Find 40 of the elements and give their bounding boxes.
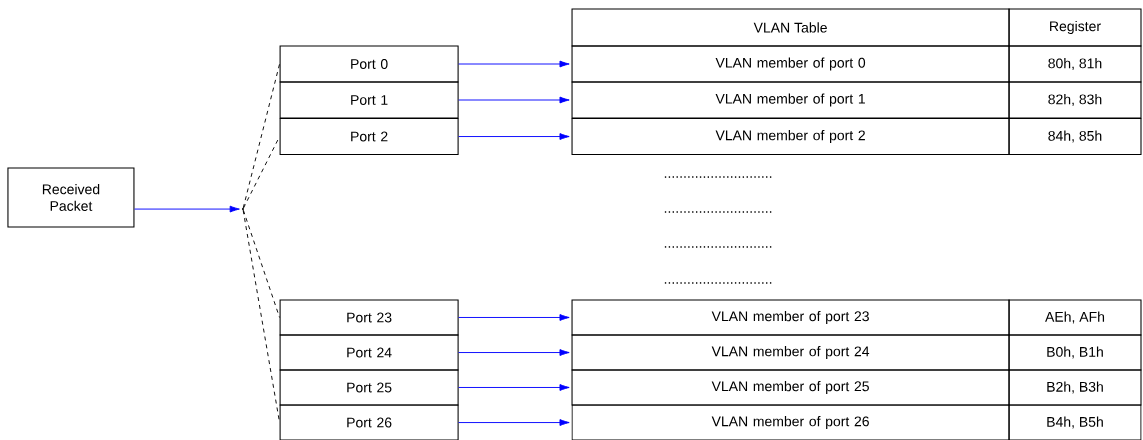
packet-box: Received Packet <box>7 167 135 228</box>
table-cell: 80h, 81h <box>1008 45 1142 83</box>
table-cell: VLAN Table <box>571 8 1010 47</box>
arrow <box>458 349 570 356</box>
table-cell: VLAN member of port 23 <box>571 299 1010 336</box>
port-box: Port 1 <box>279 81 459 119</box>
arrow <box>134 205 240 213</box>
table-cell: VLAN member of port 1 <box>571 81 1010 119</box>
port-box: Port 0 <box>279 45 459 83</box>
port-box: Port 25 <box>279 369 459 406</box>
connector-line <box>243 136 281 209</box>
table-cell: VLAN member of port 0 <box>571 45 1010 83</box>
table-cell: AEh, AFh <box>1008 299 1142 336</box>
table-cell: B2h, B3h <box>1008 369 1142 406</box>
arrow <box>458 384 570 391</box>
table-cell: 84h, 85h <box>1008 118 1142 156</box>
port-box: Port 2 <box>279 118 459 156</box>
connector-line <box>242 209 281 423</box>
table-cell: B0h, B1h <box>1008 334 1142 371</box>
connector-line <box>242 63 281 209</box>
table-cell: VLAN member of port 24 <box>571 334 1010 371</box>
ellipsis-dots: ............................ <box>664 246 772 248</box>
table-cell: VLAN member of port 2 <box>571 118 1010 156</box>
connector-line <box>242 209 281 318</box>
port-box: Port 26 <box>279 404 459 440</box>
table-cell: 82h, 83h <box>1008 81 1142 119</box>
ellipsis-dots: ............................ <box>664 282 772 284</box>
port-box: Port 24 <box>279 334 459 371</box>
table-cell: B4h, B5h <box>1008 404 1142 440</box>
arrow <box>458 96 570 104</box>
ellipsis-dots: ............................ <box>664 211 772 213</box>
table-cell: VLAN member of port 26 <box>571 404 1010 440</box>
arrow <box>458 419 570 426</box>
port-box: Port 23 <box>279 299 459 336</box>
arrow <box>458 60 570 68</box>
table-cell: VLAN member of port 25 <box>571 369 1010 406</box>
ellipsis-dots: ............................ <box>664 176 772 178</box>
arrow <box>458 133 570 140</box>
arrow <box>458 314 570 321</box>
table-cell: Register <box>1008 8 1142 47</box>
